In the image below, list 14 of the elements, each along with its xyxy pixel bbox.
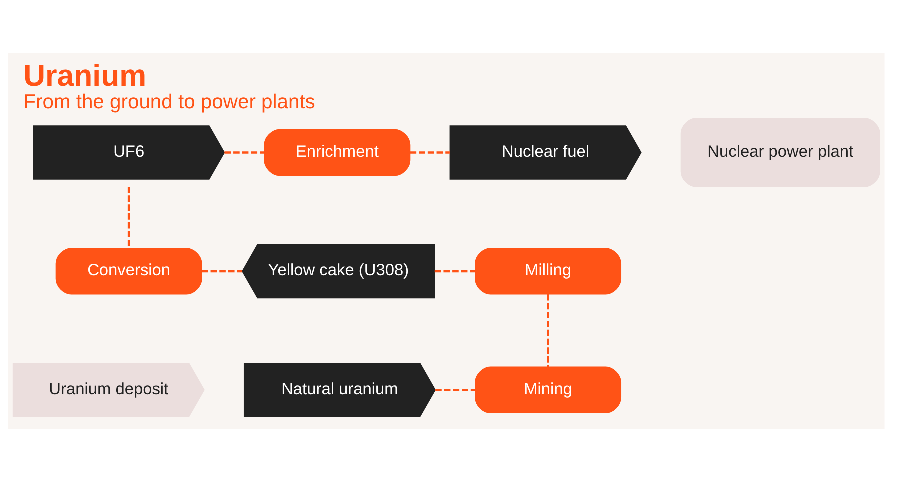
connector	[436, 388, 476, 391]
node-box: Mining	[475, 366, 622, 413]
connector	[224, 151, 265, 154]
node-box: Enrichment	[264, 128, 411, 176]
connector	[410, 151, 450, 154]
connector	[202, 270, 243, 272]
node-box: Nuclear power plant	[680, 118, 880, 187]
node-box: Milling	[475, 248, 622, 294]
diagram-title: Uranium	[24, 60, 147, 93]
caption: From the ground to power plants	[24, 90, 316, 113]
connector	[434, 270, 476, 272]
connector	[547, 294, 550, 367]
node-box: Conversion	[56, 248, 202, 294]
connector	[128, 186, 130, 248]
